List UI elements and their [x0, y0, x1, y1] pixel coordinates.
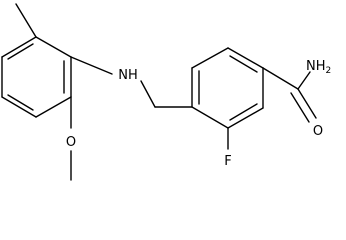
bond — [191, 106, 229, 129]
amide-nh-text: NH — [306, 59, 326, 74]
ether-oxygen-label: O — [66, 135, 76, 150]
double-bond-inner — [7, 94, 34, 111]
molecule-structure: O NH F O NH2 — [1, 3, 331, 181]
double-bond-inner — [229, 55, 258, 73]
amine-nh-label: NH — [118, 68, 138, 83]
bond — [227, 47, 264, 69]
left-aromatic-ring — [1, 36, 72, 118]
bond — [1, 96, 37, 118]
bond — [35, 96, 72, 118]
bond — [191, 47, 229, 69]
right-aromatic-ring — [191, 47, 264, 129]
amide-subscript-2: 2 — [326, 66, 332, 76]
carbonyl-double-bond — [290, 92, 310, 123]
methyl-bond — [15, 3, 37, 38]
carbonyl-carbon-bond — [262, 67, 299, 90]
bond — [35, 36, 72, 58]
amide-oxygen-label: O — [313, 124, 323, 139]
amide-nh2-bond — [297, 71, 311, 90]
fluorine-label: F — [224, 154, 231, 169]
nh-ch2-bond — [140, 80, 156, 108]
bond — [1, 36, 37, 58]
double-bond-inner — [229, 103, 258, 121]
carbonyl-double-bond — [297, 88, 317, 119]
structure-drawing: O NH F O NH2 — [1, 3, 331, 181]
bond — [227, 107, 264, 129]
aryl-nh-bond — [70, 56, 113, 75]
double-bond-inner — [7, 43, 34, 60]
amide-nh2-label: NH2 — [306, 59, 331, 76]
